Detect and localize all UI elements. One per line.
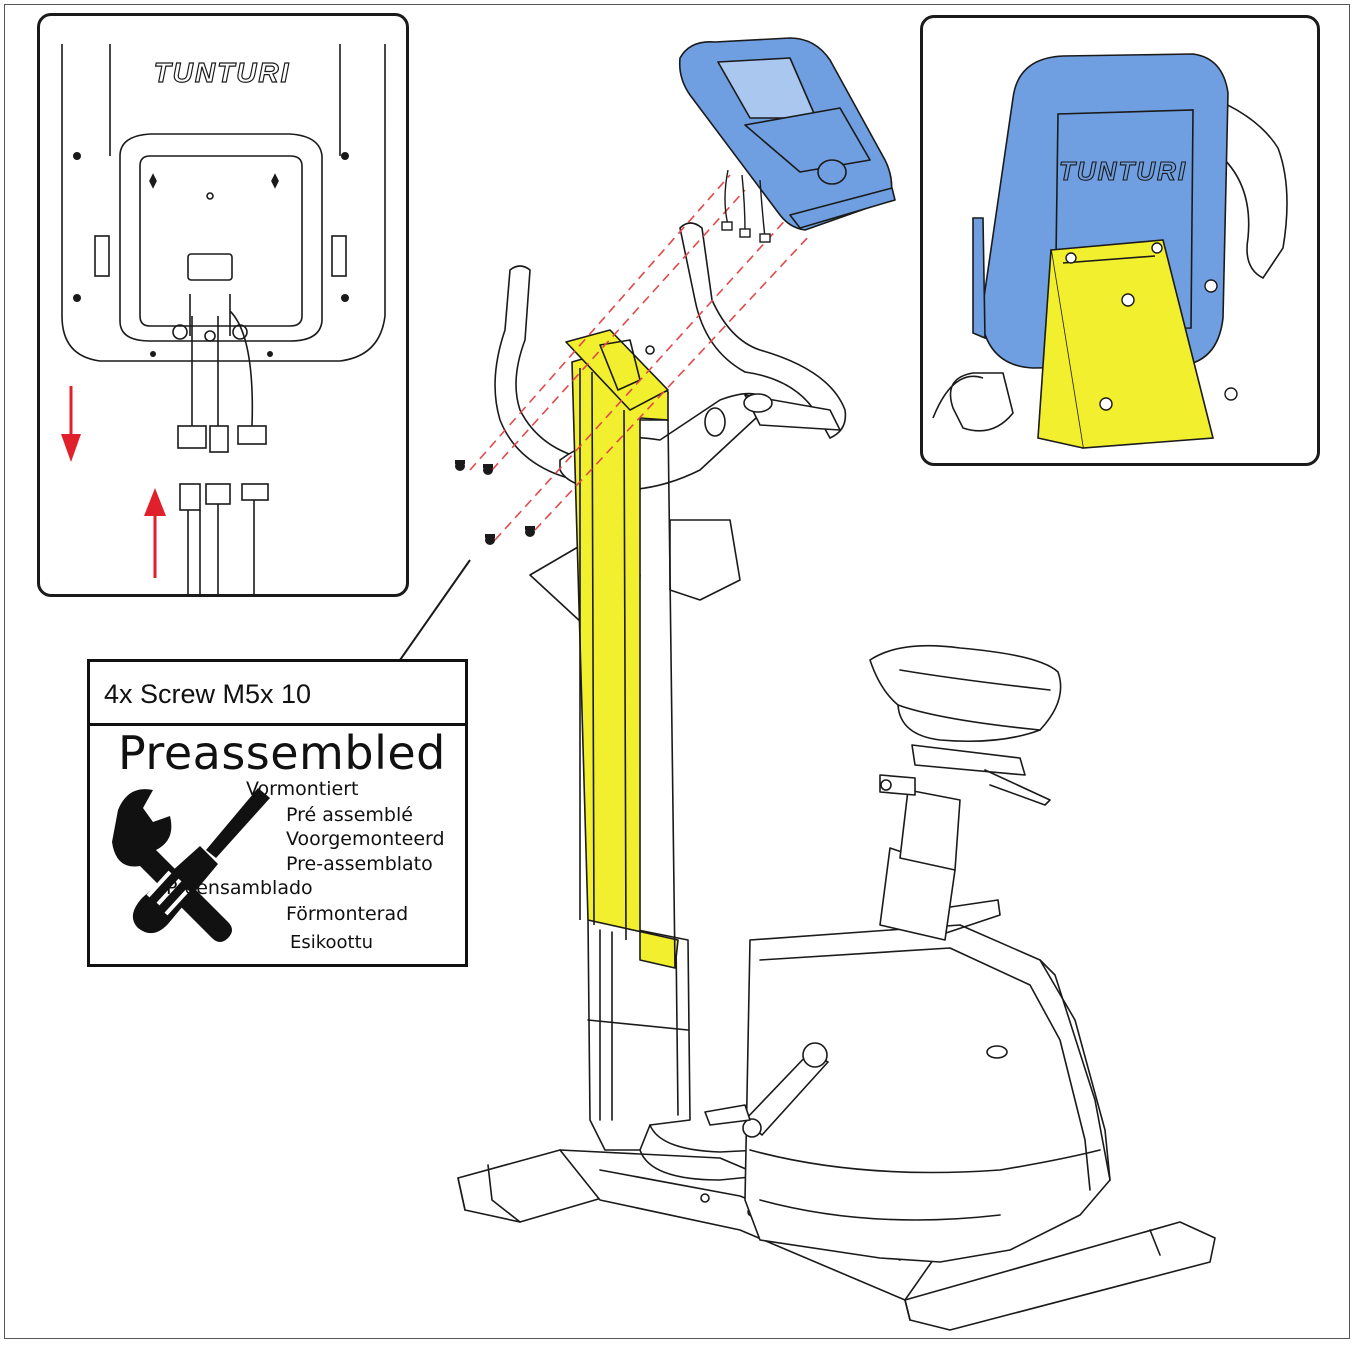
console-blue <box>678 37 896 231</box>
lang-de: Vormontiert <box>246 778 359 800</box>
console-back-logo: TUNTURI <box>154 57 291 88</box>
screw-spec: 4x Screw M5x 10 <box>90 662 465 726</box>
lang-nl: Voorgemonteerd <box>286 828 445 850</box>
preassembled-label-box: 4x Screw M5x 10 Preassembled Vormontiert… <box>87 659 468 967</box>
arrow-up-icon <box>144 488 166 578</box>
lang-es: Preensamblado <box>166 877 313 899</box>
lang-it: Pre-assemblato <box>286 853 433 875</box>
console-cables <box>721 169 771 243</box>
arrow-down-icon <box>61 386 81 462</box>
console-back-detail-inset: TUNTURI <box>37 13 409 597</box>
console-logo: TUNTURI <box>1059 156 1187 186</box>
wrench-screwdriver-icon <box>112 788 270 942</box>
screws <box>455 460 535 545</box>
mounting-plate <box>565 329 669 411</box>
upright-lower <box>587 919 691 1151</box>
bottle-holder-right <box>669 519 741 601</box>
alignment-guides <box>469 174 811 541</box>
saddle <box>869 644 1062 743</box>
leader-line <box>399 559 471 661</box>
lang-fr: Pré assemblé <box>286 804 413 826</box>
mounted-upright-yellow <box>1037 239 1215 449</box>
console-mounted-detail-inset: TUNTURI <box>920 15 1320 466</box>
base-rail <box>559 1149 941 1301</box>
preassembled-title: Preassembled <box>118 726 446 780</box>
page-frame <box>4 4 1350 1339</box>
upright-column-yellow <box>565 329 679 969</box>
lang-fi: Esikoottu <box>290 932 374 953</box>
lang-sv: Förmonterad <box>286 903 409 925</box>
